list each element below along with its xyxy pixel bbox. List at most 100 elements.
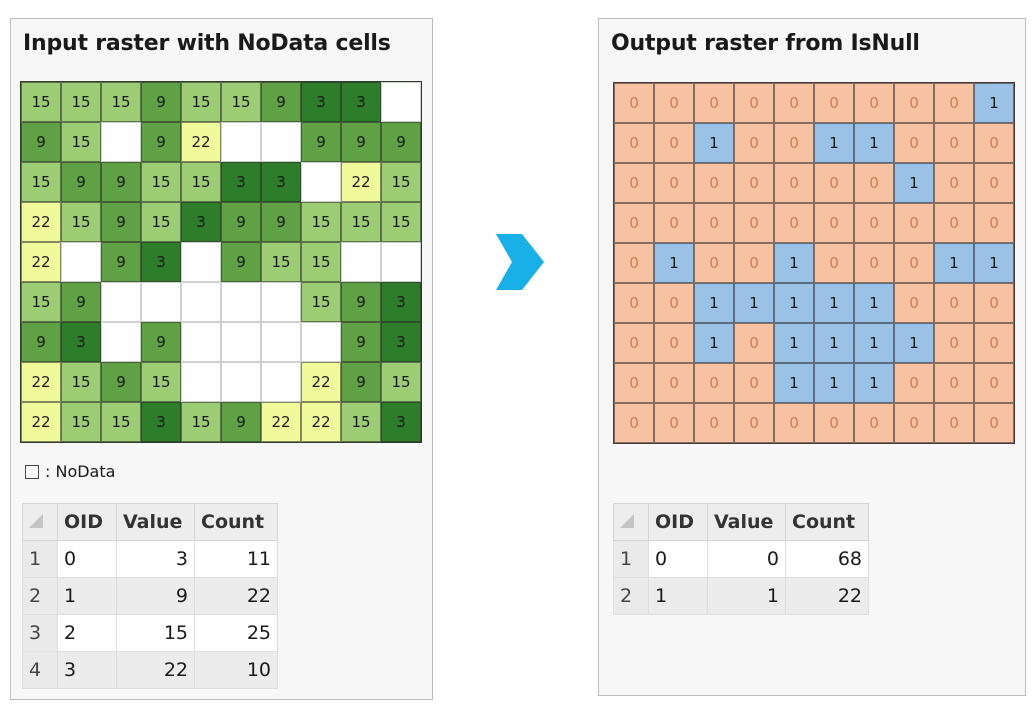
cell-value: 15 — [391, 213, 411, 231]
cell-value: 1 — [829, 334, 839, 352]
raster-cell: 15 — [181, 162, 221, 202]
raster-cell: 0 — [734, 403, 774, 443]
cell-value: 0 — [949, 214, 959, 232]
cell-value: 15 — [151, 213, 171, 231]
cell-value: 0 — [829, 214, 839, 232]
cell-value: 3 — [356, 93, 366, 111]
cell-value: 0 — [749, 334, 759, 352]
cell-value: 0 — [669, 374, 679, 392]
oid-cell: 0 — [648, 540, 708, 578]
cell-value: 1 — [869, 134, 879, 152]
raster-cell: 3 — [141, 402, 181, 442]
raster-cell: 0 — [774, 83, 814, 123]
raster-cell: 15 — [101, 82, 141, 122]
nodata-cell — [181, 322, 221, 362]
cell-value: 0 — [749, 214, 759, 232]
oid-cell: 1 — [648, 577, 708, 615]
nodata-cell — [141, 282, 181, 322]
raster-cell: 0 — [614, 203, 654, 243]
count-cell: 22 — [785, 577, 869, 615]
nodata-cell — [61, 242, 101, 282]
cell-value: 9 — [76, 293, 86, 311]
cell-value: 0 — [949, 294, 959, 312]
nodata-cell — [261, 322, 301, 362]
raster-cell: 9 — [141, 122, 181, 162]
cell-value: 0 — [989, 334, 999, 352]
raster-cell: 0 — [814, 403, 854, 443]
column-header-value[interactable]: Value — [116, 503, 195, 541]
column-header-count[interactable]: Count — [785, 503, 869, 541]
oid-cell: 2 — [57, 614, 117, 652]
cell-value: 0 — [669, 94, 679, 112]
raster-cell: 15 — [61, 402, 101, 442]
raster-cell: 1 — [854, 283, 894, 323]
column-header-oid[interactable]: OID — [57, 503, 117, 541]
cell-value: 1 — [909, 174, 919, 192]
value-cell: 0 — [707, 540, 786, 578]
row-number: 4 — [22, 651, 58, 689]
raster-cell: 0 — [934, 403, 974, 443]
cell-value: 1 — [789, 254, 799, 272]
raster-cell: 0 — [814, 163, 854, 203]
cell-value: 0 — [989, 294, 999, 312]
nodata-cell — [181, 362, 221, 402]
raster-cell: 15 — [61, 202, 101, 242]
cell-value: 0 — [749, 134, 759, 152]
raster-cell: 0 — [614, 283, 654, 323]
raster-cell: 15 — [261, 242, 301, 282]
cell-value: 0 — [789, 214, 799, 232]
nodata-cell — [221, 362, 261, 402]
cell-value: 3 — [396, 333, 406, 351]
raster-cell: 0 — [934, 363, 974, 403]
output-raster-title: Output raster from IsNull — [611, 31, 920, 56]
raster-cell: 15 — [101, 402, 141, 442]
raster-cell: 0 — [894, 403, 934, 443]
cell-value: 0 — [909, 254, 919, 272]
raster-cell: 3 — [341, 82, 381, 122]
cell-value: 0 — [669, 214, 679, 232]
raster-cell: 0 — [654, 363, 694, 403]
cell-value: 0 — [629, 414, 639, 432]
cell-value: 1 — [909, 334, 919, 352]
raster-cell: 9 — [221, 402, 261, 442]
raster-cell: 22 — [301, 362, 341, 402]
cell-value: 22 — [311, 373, 331, 391]
cell-value: 9 — [356, 333, 366, 351]
select-all-icon — [620, 514, 634, 528]
raster-cell: 1 — [854, 323, 894, 363]
cell-value: 9 — [116, 373, 126, 391]
raster-cell: 22 — [21, 202, 61, 242]
cell-value: 0 — [709, 374, 719, 392]
raster-cell: 0 — [854, 163, 894, 203]
cell-value: 0 — [709, 214, 719, 232]
column-header-oid[interactable]: OID — [648, 503, 708, 541]
cell-value: 15 — [391, 373, 411, 391]
raster-cell: 9 — [221, 202, 261, 242]
count-cell: 22 — [194, 577, 278, 615]
cell-value: 9 — [356, 373, 366, 391]
table-corner[interactable] — [22, 503, 58, 541]
raster-cell: 1 — [894, 323, 934, 363]
cell-value: 15 — [111, 413, 131, 431]
column-header-count[interactable]: Count — [194, 503, 278, 541]
raster-cell: 0 — [854, 83, 894, 123]
raster-cell: 0 — [734, 123, 774, 163]
cell-value: 0 — [749, 374, 759, 392]
row-number: 2 — [22, 577, 58, 615]
cell-value: 0 — [869, 94, 879, 112]
nodata-cell — [101, 122, 141, 162]
cell-value: 9 — [36, 133, 46, 151]
cell-value: 0 — [989, 174, 999, 192]
cell-value: 0 — [829, 254, 839, 272]
cell-value: 15 — [71, 413, 91, 431]
table-corner[interactable] — [613, 503, 649, 541]
raster-cell: 15 — [341, 202, 381, 242]
column-header-value[interactable]: Value — [707, 503, 786, 541]
